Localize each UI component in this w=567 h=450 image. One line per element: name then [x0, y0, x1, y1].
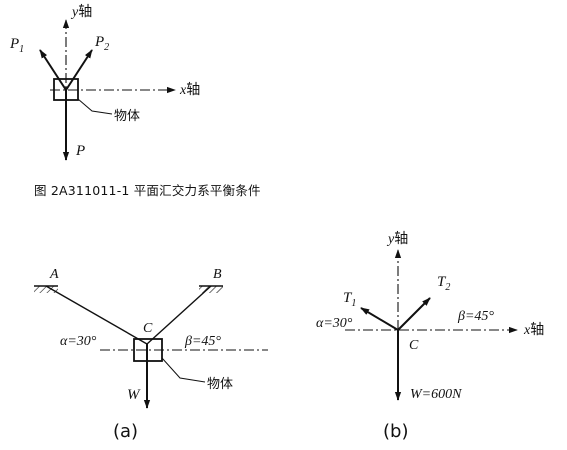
fig-b-alpha-label: α=30° — [316, 316, 353, 331]
figure-b: y轴 x轴 T1 T2 α=30° β=45° C W=600N (b) — [316, 231, 544, 442]
fig1-body-leader — [77, 98, 113, 115]
point-b-label: B — [213, 267, 222, 282]
fig-a-body-label: 物体 — [207, 377, 233, 392]
fig-b-y-axis-label: y轴 — [386, 231, 408, 247]
figure-1: y轴 x轴 P1 P2 P 物体 — [9, 4, 200, 161]
fig-a-w-label: W — [127, 387, 141, 403]
fig-b-t1-label: T1 — [343, 290, 356, 309]
figure-caption: 图 2A311011-1 平面汇交力系平衡条件 — [34, 183, 261, 198]
figure-a: A B W C α=30° β=45° 物体 (a) — [34, 267, 268, 442]
anchor-a-hatch — [34, 286, 58, 293]
fig-a-beta-label: β=45° — [184, 334, 221, 349]
fig-a-point-c-label: C — [143, 321, 153, 336]
anchor-b-hatch — [199, 286, 223, 293]
fig-b-force-t2 — [397, 297, 431, 331]
fig-a-alpha-label: α=30° — [60, 334, 97, 349]
fig1-p2-label: P2 — [94, 34, 109, 53]
fig-b-panel-label: (b) — [383, 421, 408, 442]
fig-b-t2-label: T2 — [437, 274, 450, 293]
fig-b-weight-label: W=600N — [410, 387, 462, 402]
fig1-p1-label: P1 — [9, 36, 24, 55]
point-a-label: A — [49, 267, 59, 282]
rope-bc — [146, 285, 212, 345]
fig1-y-axis-label: y轴 — [70, 4, 92, 20]
fig1-p-label: P — [75, 143, 85, 159]
fig-b-x-axis-label: x轴 — [523, 322, 544, 338]
fig1-x-axis-label: x轴 — [179, 82, 200, 98]
fig-a-body-leader — [161, 357, 206, 383]
fig-a-panel-label: (a) — [113, 421, 138, 442]
rope-ac — [45, 285, 148, 345]
fig1-force-p2 — [65, 49, 93, 91]
fig-b-point-c-label: C — [409, 338, 419, 353]
fig-b-force-t1 — [360, 307, 399, 331]
fig1-body-label: 物体 — [114, 109, 140, 124]
fig1-force-p1 — [39, 49, 67, 91]
fig-b-beta-label: β=45° — [457, 309, 494, 324]
